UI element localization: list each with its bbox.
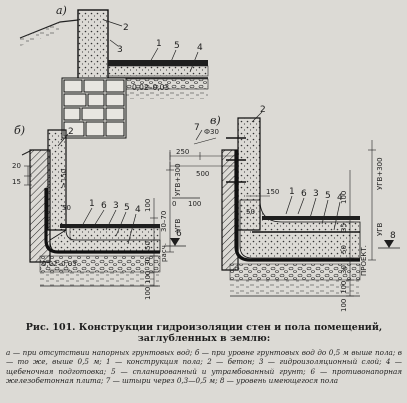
panel-b-dim-30-70: 30–70 bbox=[160, 211, 168, 232]
panel-a-label: а) bbox=[56, 4, 67, 17]
panel-a-floor-finish bbox=[108, 60, 208, 66]
figure-drawings: а) 2 3 1 5 4 0,02–0,0 bbox=[12, 4, 400, 312]
caption-legend: а — при отсутствии напорных грунтовых во… bbox=[6, 348, 402, 386]
panel-b-dim-50b: 50 bbox=[144, 241, 152, 250]
panel-c: в) bbox=[169, 105, 400, 312]
panel-c-dim-50: 50 bbox=[246, 208, 255, 216]
panel-b-dim-100b: 100 bbox=[144, 271, 152, 284]
panel-b-ugv300: УГВ+300 bbox=[174, 163, 182, 196]
panel-c-callout-2: 2 bbox=[260, 105, 266, 115]
panel-c-callout-5: 5 bbox=[325, 191, 331, 201]
panel-c-scale-100: 100 bbox=[188, 200, 201, 208]
panel-b-callout-2: 2 bbox=[68, 127, 74, 137]
panel-b-floor-finish bbox=[60, 224, 160, 228]
panel-c-callout-1: 1 bbox=[289, 187, 295, 197]
panel-c-scale-0: 0 bbox=[172, 200, 176, 208]
panel-b-callout-5: 5 bbox=[124, 203, 130, 213]
panel-b-dim-slope: 0,02–0,03 bbox=[42, 260, 77, 268]
panel-b-dim-20: 20 bbox=[12, 162, 21, 170]
panel-c-callout-4: 4 bbox=[337, 193, 343, 203]
panel-c-dim-100: 100 bbox=[340, 191, 348, 204]
panel-c-label: в) bbox=[210, 114, 221, 127]
panel-c-proekt: ПРОЕКТ. bbox=[360, 245, 368, 276]
panel-c-floor-finish bbox=[262, 216, 360, 220]
panel-a-dim: 0,02–0,03 bbox=[132, 83, 169, 92]
panel-b-ugv: УГВ bbox=[174, 218, 182, 232]
panel-a-callout-5: 5 bbox=[174, 41, 180, 51]
panel-c-callout-6: 6 bbox=[301, 189, 307, 199]
panel-c-waterproofing bbox=[234, 150, 360, 262]
panel-a-callout-4: 4 bbox=[197, 43, 203, 53]
panel-b-dim-100c: 100 bbox=[144, 287, 152, 300]
panel-c-dim-50b: 50 bbox=[340, 245, 348, 254]
panel-c-dim-150: 150 bbox=[266, 188, 279, 196]
panel-a: а) 2 3 1 5 4 0,02–0,0 bbox=[19, 4, 209, 139]
caption-title: Рис. 101. Конструкции гидроизоляции стен… bbox=[25, 322, 383, 344]
panel-c-dim-250: 250 bbox=[176, 148, 189, 156]
panel-b-dim-30: 30 bbox=[144, 257, 152, 266]
panel-c-dim-phi: Ф30 bbox=[204, 128, 219, 136]
panel-b-dim-15: 15 bbox=[12, 178, 21, 186]
panel-b-rasch: расч. bbox=[160, 243, 168, 262]
panel-c-dim-100c: 100 bbox=[340, 299, 348, 312]
panel-a-callout-3: 3 bbox=[117, 45, 123, 55]
panel-c-dim-30: 30 bbox=[340, 265, 348, 274]
panel-c-ugv300: УГВ+300 bbox=[376, 157, 384, 190]
panel-b-dim-50: 50 bbox=[62, 204, 71, 212]
panel-c-ugv: УГВ bbox=[376, 222, 384, 236]
panel-c-dim-35: 35 bbox=[340, 223, 348, 232]
panel-b-callout-8: 6 bbox=[176, 229, 182, 239]
panel-c-callout-7: 7 bbox=[194, 123, 200, 133]
panel-a-foundation bbox=[61, 77, 127, 139]
panel-b-dim-150: ≥150 bbox=[60, 169, 68, 188]
panel-c-dim-100b: 100 bbox=[340, 281, 348, 294]
panel-b-callout-4: 4 bbox=[135, 205, 141, 215]
panel-b-label: б) bbox=[14, 124, 25, 137]
panel-a-wall bbox=[77, 9, 109, 86]
panel-c-callout-3: 3 bbox=[313, 189, 319, 199]
figure-caption: Рис. 101. Конструкции гидроизоляции стен… bbox=[6, 322, 402, 386]
panel-b-dim-100: 100 bbox=[144, 199, 152, 212]
panel-b-callout-1: 1 bbox=[89, 199, 95, 209]
panel-c-dim-500: 500 bbox=[196, 170, 209, 178]
panel-a-callout-1: 1 bbox=[156, 39, 162, 49]
panel-b-callout-3: 3 bbox=[113, 201, 119, 211]
panel-c-callout-8: 8 bbox=[390, 231, 396, 241]
panel-b: б) bbox=[12, 124, 186, 300]
panel-b-callout-6: 6 bbox=[101, 201, 107, 211]
panel-a-callout-2: 2 bbox=[123, 23, 129, 33]
